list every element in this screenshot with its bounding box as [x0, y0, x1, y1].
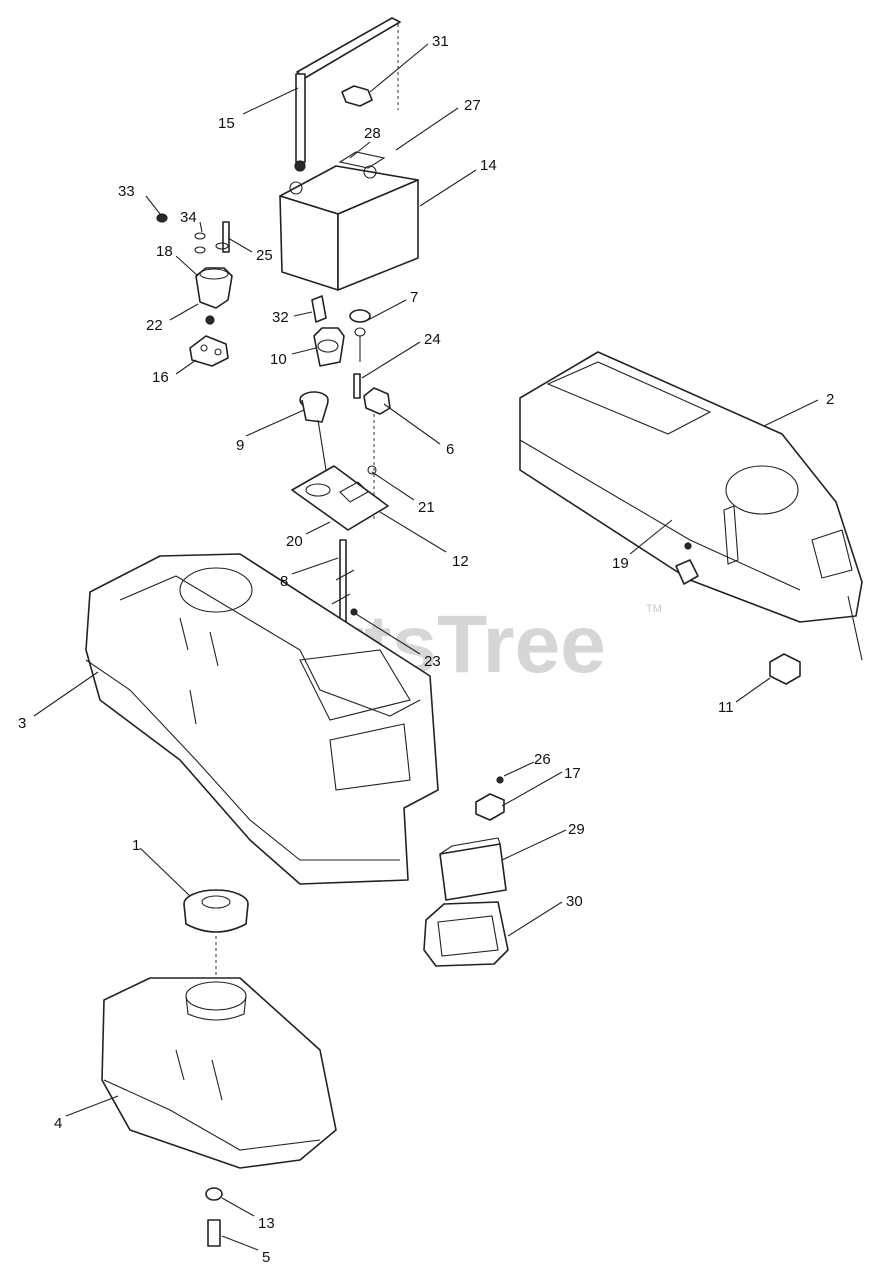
- callout-5: 5: [262, 1249, 270, 1266]
- part-31-wing-nut[interactable]: [341, 85, 373, 107]
- callout-34: 34: [180, 209, 197, 226]
- part-32-connector[interactable]: [311, 295, 327, 323]
- part-3-front-hood[interactable]: [85, 553, 439, 885]
- part-11-switch[interactable]: [769, 653, 801, 685]
- callout-32: 32: [272, 309, 289, 326]
- callout-11: 11: [718, 699, 734, 716]
- callout-10: 10: [270, 351, 287, 368]
- part-16-bracket[interactable]: [189, 335, 229, 367]
- callout-20: 20: [286, 533, 303, 550]
- callout-26: 26: [534, 751, 551, 768]
- callout-30: 30: [566, 893, 583, 910]
- part-26-nut[interactable]: [496, 776, 504, 784]
- callout-1: 1: [132, 837, 140, 854]
- part-23-screw[interactable]: [350, 608, 358, 616]
- callout-25: 25: [256, 247, 273, 264]
- part-17-bracket[interactable]: [475, 793, 505, 821]
- part-33-nut[interactable]: [156, 213, 168, 223]
- part-19-latch[interactable]: [675, 542, 699, 585]
- callout-21: 21: [418, 499, 435, 516]
- callout-17: 17: [564, 765, 581, 782]
- callout-8: 8: [280, 573, 288, 590]
- callout-33: 33: [118, 183, 135, 200]
- callout-18: 18: [156, 243, 173, 260]
- callout-22: 22: [146, 317, 163, 334]
- callout-4: 4: [54, 1115, 62, 1132]
- part-30-bezel[interactable]: [423, 901, 509, 967]
- part-7-bulb[interactable]: [349, 309, 371, 362]
- part-12-dash-panel[interactable]: [291, 465, 389, 531]
- part-29-lens[interactable]: [439, 837, 507, 901]
- callout-9: 9: [236, 437, 244, 454]
- part-4-fuel-tank[interactable]: [101, 977, 337, 1169]
- callout-14: 14: [480, 157, 497, 174]
- part-9-knob[interactable]: [299, 391, 329, 471]
- callout-24: 24: [424, 331, 441, 348]
- part-2-rear-hood[interactable]: [519, 351, 863, 661]
- callout-12: 12: [452, 553, 469, 570]
- part-13-fitting[interactable]: [205, 1187, 223, 1201]
- callout-16: 16: [152, 369, 169, 386]
- leader-lines: [33, 43, 819, 1251]
- part-18-switch[interactable]: [195, 267, 233, 325]
- part-25-screw[interactable]: [215, 221, 230, 253]
- part-5-valve[interactable]: [207, 1219, 221, 1247]
- part-24-pin[interactable]: [353, 373, 361, 399]
- callout-27: 27: [464, 97, 481, 114]
- callout-3: 3: [18, 715, 26, 732]
- callout-13: 13: [258, 1215, 275, 1232]
- part-15-hold-down-rod[interactable]: [294, 17, 401, 172]
- callout-29: 29: [568, 821, 585, 838]
- callout-15: 15: [218, 115, 235, 132]
- callout-28: 28: [364, 125, 381, 142]
- watermark-trademark: TM: [646, 603, 662, 615]
- callout-31: 31: [432, 33, 449, 50]
- part-34-washer[interactable]: [194, 232, 206, 254]
- part-1-fuel-cap[interactable]: [183, 889, 249, 933]
- callout-19: 19: [612, 555, 629, 572]
- callout-7: 7: [410, 289, 418, 306]
- part-6-clip[interactable]: [363, 387, 391, 415]
- callout-23: 23: [424, 653, 441, 670]
- part-14-battery[interactable]: [279, 151, 419, 291]
- callout-2: 2: [826, 391, 834, 408]
- callout-6: 6: [446, 441, 454, 458]
- part-10-key-switch[interactable]: [313, 327, 345, 367]
- callout-labels: 15 31 27 28 14 33 34 25 18 22 16 32 10 7…: [18, 33, 834, 1266]
